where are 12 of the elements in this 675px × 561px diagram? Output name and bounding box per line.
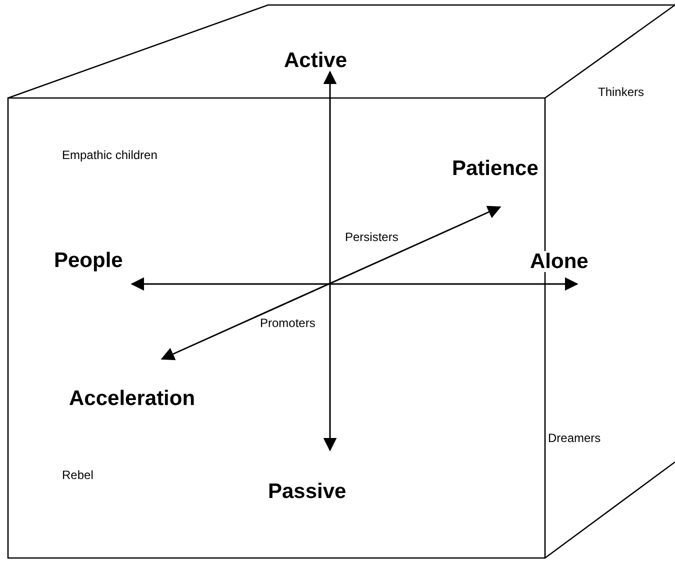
axis-label: Active [284,50,348,71]
axis-label: Passive [268,481,346,502]
axis-label: People [54,250,123,271]
region-label: Persisters [345,231,398,243]
region-label: Rebel [62,469,94,481]
axis-label: Acceleration [69,388,196,409]
axis-label: Patience [452,158,538,179]
region-label: Dreamers [548,432,601,444]
region-label: Promoters [260,317,316,329]
region-label: Thinkers [598,86,644,98]
region-label: Empathic children [62,149,158,161]
axis-label: Alone [530,251,588,272]
